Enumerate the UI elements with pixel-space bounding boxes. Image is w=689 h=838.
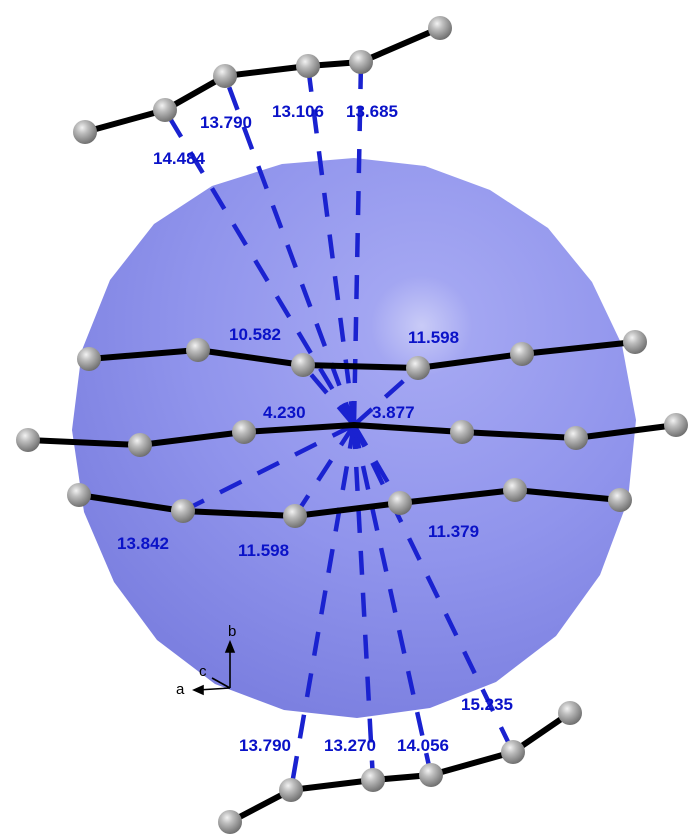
atom (419, 763, 443, 787)
atom (406, 356, 430, 380)
atom (218, 810, 242, 834)
axis-triad (192, 639, 236, 696)
chain-top (82, 25, 443, 135)
contact-line (351, 424, 376, 781)
distance-labels: 14.484 13.790 13.106 13.685 10.582 11.59… (117, 102, 513, 755)
distance-label: 14.056 (397, 736, 449, 755)
atom (558, 701, 582, 725)
atom (232, 420, 256, 444)
axis-label-a: a (176, 681, 185, 698)
contact-line (293, 423, 356, 518)
distance-label: 11.598 (408, 328, 459, 347)
distance-label: 13.842 (117, 534, 169, 553)
axis-c-line (211, 677, 231, 689)
distance-label: 13.270 (324, 736, 376, 755)
contact-line (181, 422, 356, 514)
atom (388, 491, 412, 515)
distance-label: 13.106 (272, 102, 324, 121)
atom (564, 426, 588, 450)
atom (510, 342, 534, 366)
distance-label: 11.379 (428, 522, 479, 541)
contact-line (163, 108, 356, 427)
atom (361, 768, 385, 792)
distance-label: 10.582 (229, 325, 281, 344)
chain-lower-middle (76, 487, 623, 519)
contact-line (352, 366, 420, 427)
contact-lines (163, 61, 516, 791)
atom (623, 330, 647, 354)
distance-label: 14.484 (153, 149, 206, 168)
distance-label: 11.598 (238, 541, 289, 560)
atom (296, 54, 320, 78)
distance-label: 3.877 (372, 403, 415, 422)
chain-bottom (227, 710, 573, 825)
atom (67, 483, 91, 507)
atom (501, 740, 525, 764)
contact-line (351, 424, 516, 753)
atom (291, 353, 315, 377)
atom (349, 50, 373, 74)
distance-label: 13.790 (200, 113, 252, 132)
atom (283, 504, 307, 528)
atom (171, 499, 195, 523)
atom (153, 98, 177, 122)
atom (450, 420, 474, 444)
atom (428, 16, 452, 40)
axis-label-c: c (199, 663, 207, 680)
contact-line (351, 424, 434, 776)
atom (608, 488, 632, 512)
atom (503, 478, 527, 502)
atom (186, 338, 210, 362)
distance-label: 13.685 (346, 102, 398, 121)
atom (128, 433, 152, 457)
contact-line (288, 424, 357, 791)
atom (16, 428, 40, 452)
atom (213, 64, 237, 88)
axis-b-arrowhead (224, 639, 236, 653)
contact-line (301, 363, 356, 427)
atom (73, 120, 97, 144)
atoms (16, 16, 688, 834)
atom (279, 778, 303, 802)
distance-label: 4.230 (263, 403, 306, 422)
axis-label-b: b (228, 623, 236, 640)
distance-label: 15.235 (461, 695, 513, 714)
distance-label: 13.790 (239, 736, 291, 755)
chain-upper-middle (86, 339, 638, 371)
atom (77, 347, 101, 371)
atom (664, 413, 688, 437)
axis-a-arrowhead (192, 684, 204, 696)
